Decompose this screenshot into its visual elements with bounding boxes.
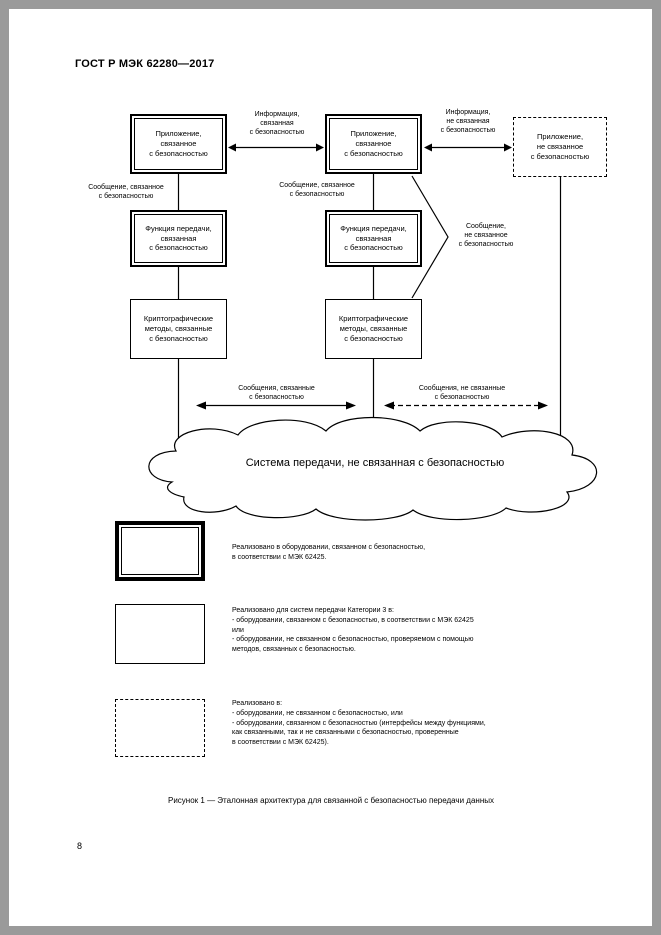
- label-info-nonsafety: Информация, не связанная с безопасностью: [440, 109, 496, 135]
- cloud-label: Система передачи, не связанная с безопас…: [245, 457, 505, 469]
- box-func-safety-left-label: Функция передачи, связанная с безопаснос…: [145, 223, 212, 253]
- legend-text-category3: Реализовано для систем передачи Категори…: [232, 607, 474, 654]
- box-crypto-mid: Криптографические методы, связанные с бе…: [325, 299, 422, 359]
- legend-text-safety-equipment: Реализовано в оборудовании, связанном с …: [232, 544, 426, 561]
- label-msg-nonsafety: Сообщение, не связанное с безопасностью: [458, 223, 514, 249]
- page-header: ГОСТ Р МЭК 62280—2017: [75, 58, 215, 70]
- box-func-safety-mid: Функция передачи, связанная с безопаснос…: [325, 210, 422, 267]
- box-crypto-left-label: Криптографические методы, связанные с бе…: [143, 314, 214, 343]
- legend-swatch-category3: [115, 604, 205, 664]
- label-msg-safety-mid: Сообщение, связанное с безопасностью: [279, 182, 355, 199]
- legend-swatch-nonsafety: [115, 699, 205, 757]
- box-crypto-left: Криптографические методы, связанные с бе…: [130, 299, 227, 359]
- legend-swatch-safety-equipment: [115, 521, 205, 581]
- box-app-safety-left-label: Приложение, связанное с безопасностью: [149, 129, 208, 158]
- page-number: 8: [77, 841, 83, 851]
- legend-text-nonsafety: Реализовано в: - оборудовании, не связан…: [232, 700, 486, 747]
- label-msg-safety-left: Сообщение, связанное с безопасностью: [88, 184, 164, 201]
- box-app-nonsafety: Приложение, не связанное с безопасностью: [513, 117, 607, 177]
- label-msgs-safety: Сообщения, связанные с безопасностью: [238, 385, 315, 402]
- figure-caption: Рисунок 1 — Эталонная архитектура для св…: [168, 796, 494, 805]
- box-app-safety-mid: Приложение, связанное с безопасностью: [325, 114, 422, 174]
- box-func-safety-left: Функция передачи, связанная с безопаснос…: [130, 210, 227, 267]
- box-app-nonsafety-label: Приложение, не связанное с безопасностью: [530, 132, 590, 161]
- box-app-safety-left: Приложение, связанное с безопасностью: [130, 114, 227, 174]
- label-msgs-nonsafety: Сообщения, не связанные с безопасностью: [418, 385, 506, 402]
- box-crypto-mid-label: Криптографические методы, связанные с бе…: [338, 314, 409, 343]
- label-info-safety: Информация, связанная с безопасностью: [249, 111, 305, 137]
- box-app-safety-mid-label: Приложение, связанное с безопасностью: [344, 129, 403, 158]
- box-func-safety-mid-label: Функция передачи, связанная с безопаснос…: [340, 223, 407, 253]
